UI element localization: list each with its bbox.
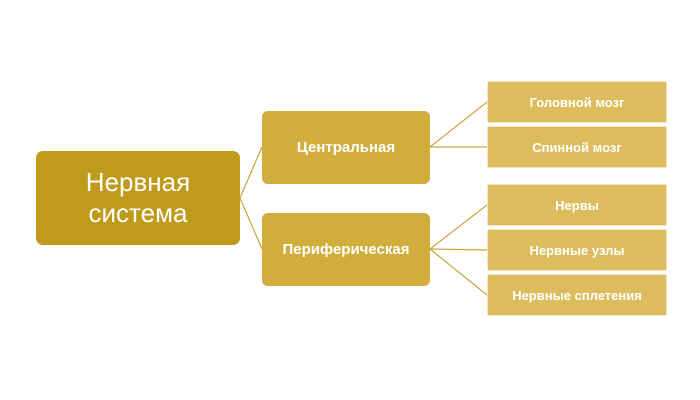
connector-peripheral-plexuses xyxy=(429,248,488,296)
leaf-node-brain: Головной мозг xyxy=(487,81,667,123)
branch-node-label: Центральная xyxy=(296,139,396,156)
root-node-label: Нервная система xyxy=(85,167,191,228)
connector-root-central xyxy=(239,146,263,199)
leaf-node-nerves: Нервы xyxy=(487,184,667,226)
leaf-node-label: Нервы xyxy=(555,197,599,213)
connector-peripheral-nerves xyxy=(429,204,488,250)
connector-central-brain xyxy=(429,101,488,148)
root-node-nervous-system: Нервная система xyxy=(36,151,240,245)
leaf-node-label: Нервные узлы xyxy=(529,242,625,258)
leaf-node-ganglia: Нервные узлы xyxy=(487,229,667,271)
connector-root-peripheral xyxy=(239,197,263,250)
branch-node-peripheral: Периферическая xyxy=(262,213,430,286)
leaf-node-spinal-cord: Спинной мозг xyxy=(487,126,667,168)
branch-node-label: Периферическая xyxy=(282,241,410,258)
connector-peripheral-ganglia xyxy=(429,248,488,251)
leaf-node-plexuses: Нервные сплетения xyxy=(487,274,667,316)
leaf-node-label: Нервные сплетения xyxy=(512,287,642,303)
leaf-node-label: Спинной мозг xyxy=(532,139,622,155)
branch-node-central: Центральная xyxy=(262,111,430,184)
leaf-node-label: Головной мозг xyxy=(529,94,625,110)
